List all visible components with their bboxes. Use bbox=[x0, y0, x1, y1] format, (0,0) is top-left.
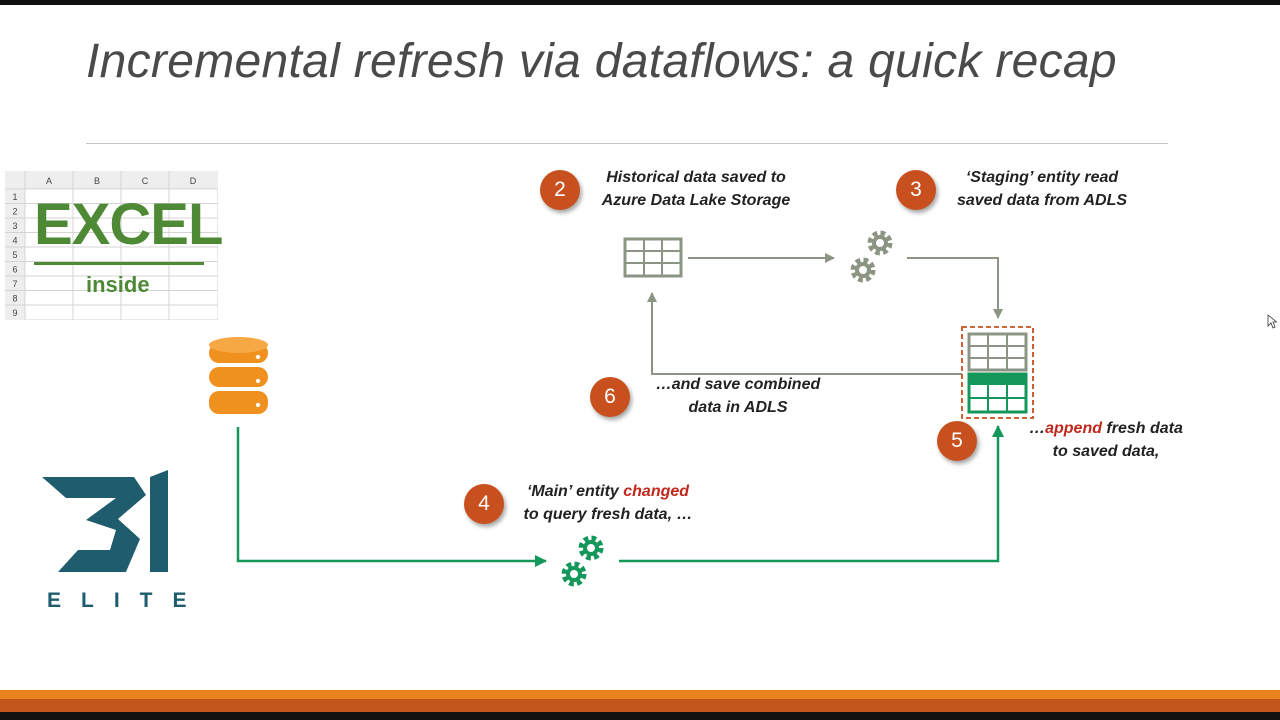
step-badge-6: 6 bbox=[590, 377, 630, 417]
excel-row-9: 9 bbox=[12, 308, 17, 318]
footer-band-dark bbox=[0, 712, 1280, 720]
step-2-label: Historical data saved to Azure Data Lake… bbox=[582, 166, 810, 212]
step-badge-2: 2 bbox=[540, 170, 580, 210]
excel-col-c: C bbox=[142, 176, 149, 186]
step-6-line1: …and save combined bbox=[655, 376, 821, 393]
table-icon bbox=[623, 237, 683, 278]
step-2-line2: Azure Data Lake Storage bbox=[601, 192, 791, 209]
step-6-line2: data in ADLS bbox=[688, 399, 788, 416]
flow-arrow-save-back-to-adls bbox=[647, 292, 962, 375]
step-badge-4: 4 bbox=[464, 484, 504, 524]
step-6-label: …and save combined data in ADLS bbox=[640, 373, 836, 419]
excel-row-7: 7 bbox=[12, 279, 17, 289]
excel-row-3: 3 bbox=[12, 221, 17, 231]
excel-logo-underline bbox=[34, 262, 204, 265]
footer-band-rust bbox=[0, 699, 1280, 712]
step-5-label: …append fresh data to saved data, bbox=[1022, 417, 1190, 463]
step-4-line2: to query fresh data, … bbox=[523, 506, 693, 523]
excel-col-b: B bbox=[94, 176, 100, 186]
step-badge-3: 3 bbox=[896, 170, 936, 210]
step-badge-5: 5 bbox=[937, 421, 977, 461]
flow-arrow-staging-to-combined bbox=[907, 257, 1003, 319]
excel-row-6: 6 bbox=[12, 265, 17, 275]
excel-row-8: 8 bbox=[12, 294, 17, 304]
title-divider bbox=[86, 143, 1168, 144]
excel-logo-subword: inside bbox=[86, 272, 150, 297]
step-3-line2: saved data from ADLS bbox=[956, 192, 1128, 209]
flow-arrow-main-to-combined bbox=[619, 425, 1004, 563]
footer-band-orange bbox=[0, 690, 1280, 699]
bi-elite-logo-mark bbox=[42, 470, 168, 572]
step-4-highlight: changed bbox=[623, 483, 690, 500]
step-5-line1-post: fresh data bbox=[1101, 420, 1183, 437]
excel-row-2: 2 bbox=[12, 207, 17, 217]
step-3-line1: ‘Staging’ entity read bbox=[965, 169, 1119, 186]
excel-row-4: 4 bbox=[12, 236, 17, 246]
step-4-line1-text: ‘Main’ entity bbox=[526, 483, 624, 500]
excel-inside-logo: A B C D 1 2 3 4 5 6 7 8 9 bbox=[5, 171, 218, 320]
gears-icon bbox=[854, 234, 889, 279]
step-5-highlight: append bbox=[1045, 420, 1102, 437]
step-3-label: ‘Staging’ entity read saved data from AD… bbox=[938, 166, 1146, 212]
gears-icon bbox=[565, 539, 600, 583]
step-5-line1-pre: … bbox=[1029, 420, 1046, 437]
excel-col-d: D bbox=[190, 176, 197, 186]
slide-title: Incremental refresh via dataflows: a qui… bbox=[86, 35, 1117, 88]
step-5-line2: to saved data, bbox=[1052, 443, 1160, 460]
top-bar bbox=[0, 0, 1280, 5]
mouse-cursor-icon bbox=[1267, 314, 1277, 329]
bi-elite-logo-text: ELITE bbox=[47, 589, 207, 612]
combined-table-icon bbox=[961, 326, 1034, 419]
excel-row-5: 5 bbox=[12, 250, 17, 260]
step-2-line1: Historical data saved to bbox=[606, 169, 786, 186]
step-4-label: ‘Main’ entity changed to query fresh dat… bbox=[500, 480, 716, 526]
excel-col-a: A bbox=[46, 176, 52, 186]
database-icon bbox=[209, 337, 268, 414]
excel-logo-word: EXCEL bbox=[34, 192, 223, 257]
excel-row-1: 1 bbox=[12, 192, 17, 202]
spreadsheet-grid-icon: A B C D 1 2 3 4 5 6 7 8 9 bbox=[5, 171, 218, 320]
flow-arrow-database-to-main bbox=[236, 427, 547, 567]
